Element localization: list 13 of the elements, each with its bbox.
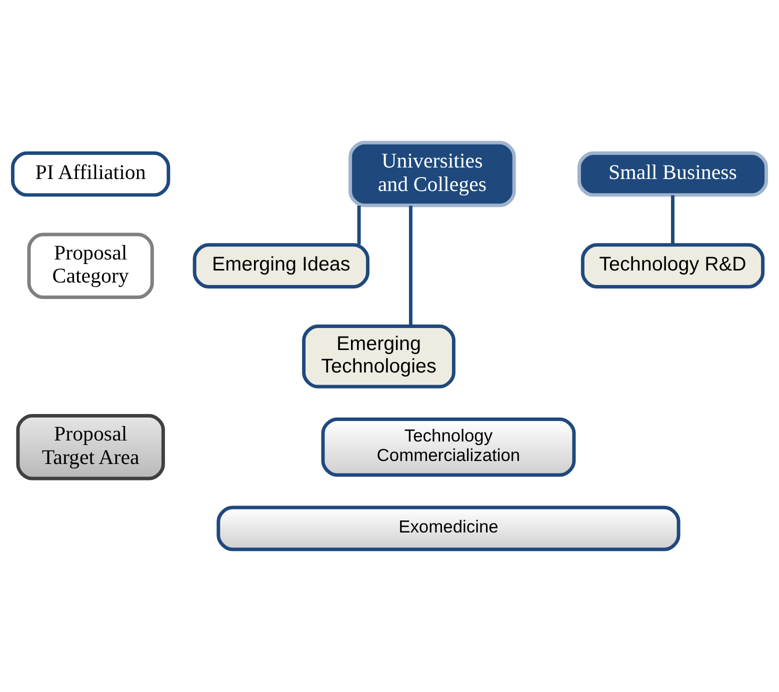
node-box: Exomedicine bbox=[216, 506, 680, 552]
node-box: Small Business bbox=[577, 151, 768, 197]
node-box: Emerging Ideas bbox=[192, 243, 370, 288]
connector bbox=[671, 195, 674, 245]
node-box: Proposal Category bbox=[27, 232, 154, 299]
node-box: Proposal Target Area bbox=[16, 414, 165, 480]
connector bbox=[408, 206, 412, 326]
node-box: Universities and Colleges bbox=[348, 140, 516, 208]
node-box: Technology R&D bbox=[580, 243, 765, 288]
node-box: Technology Commercialization bbox=[321, 417, 576, 477]
node-box: PI Affiliation bbox=[10, 151, 170, 197]
connector bbox=[357, 206, 361, 245]
node-box: Emerging Technologies bbox=[302, 324, 456, 388]
